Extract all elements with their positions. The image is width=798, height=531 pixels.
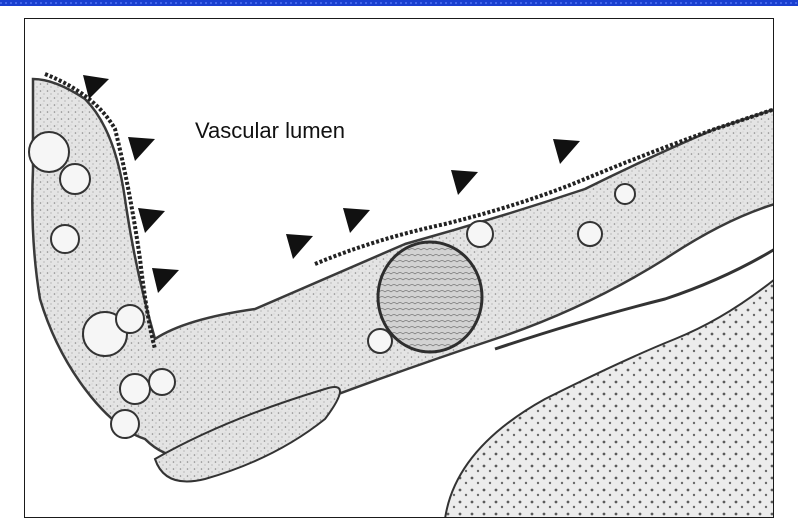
arrowhead-icon: [152, 268, 179, 293]
arrowhead-icon: [83, 75, 109, 99]
micrograph-frame: Vascular lumen: [24, 18, 774, 518]
luminal-surface: [44, 72, 157, 350]
membrane-fold: [153, 386, 341, 483]
mitochondrion: [376, 240, 484, 354]
lower-cell-membrane: [494, 248, 773, 351]
arrowhead-icon: [128, 137, 155, 161]
arrowhead-icon: [286, 234, 313, 259]
electron-micrograph: [28, 72, 773, 517]
basement-region: [444, 279, 773, 517]
arrowhead-icon: [343, 208, 370, 233]
arrowhead-icon: [451, 170, 478, 195]
top-rule: [0, 0, 798, 6]
caveolae: [28, 131, 636, 439]
arrowhead-icon: [138, 208, 165, 233]
arrowhead-icon: [553, 139, 580, 164]
arrowhead-markers: [83, 75, 580, 293]
lumen-label: Vascular lumen: [195, 118, 345, 143]
luminal-surface-2: [314, 107, 773, 266]
